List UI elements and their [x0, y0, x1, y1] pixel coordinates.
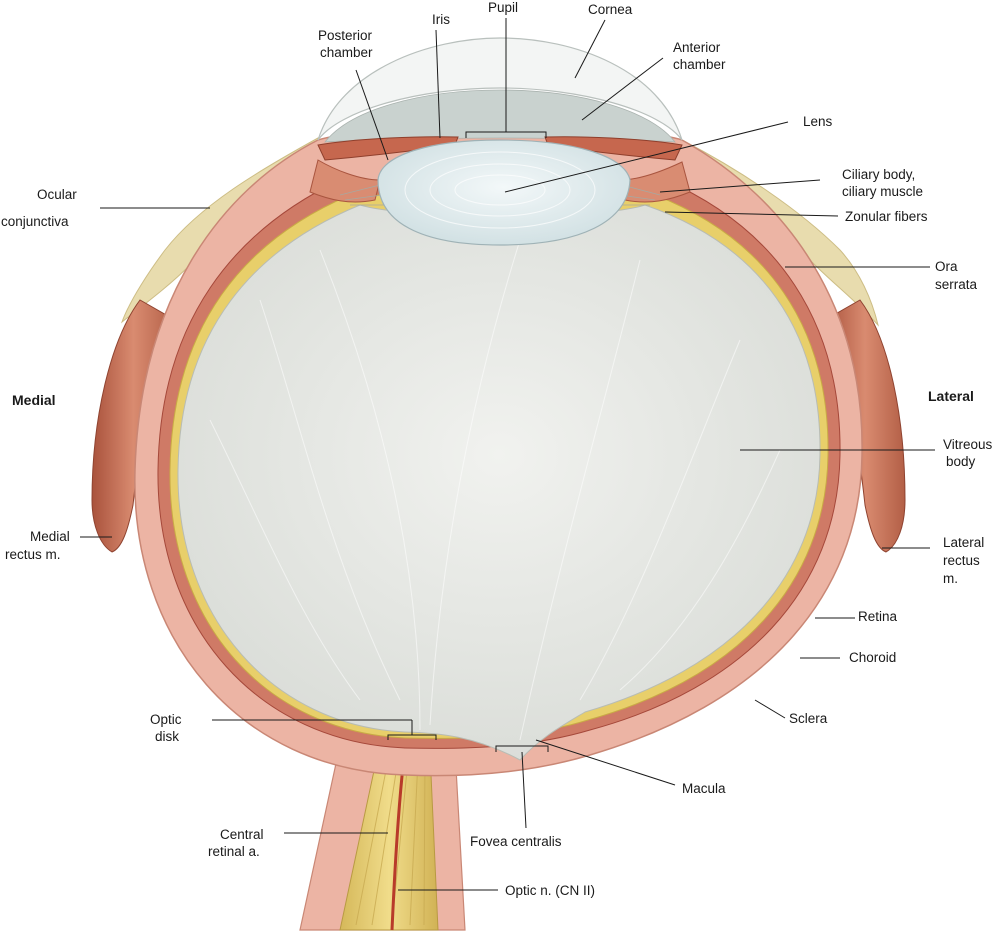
ocular-conjunctiva-label-2: conjunctiva [1, 214, 69, 229]
fovea-centralis-label: Fovea centralis [470, 834, 562, 849]
medial-rectus-label-1: Medial [30, 529, 70, 544]
central-retinal-a-label-1: Central [220, 827, 264, 842]
posterior-chamber-label-2: chamber [320, 45, 373, 60]
medial-orientation-label: Medial [12, 392, 56, 408]
posterior-chamber-label-1: Posterior [318, 28, 373, 43]
macula-label: Macula [682, 781, 726, 796]
zonular-fibers-label: Zonular fibers [845, 209, 928, 224]
lateral-rectus-label-1: Lateral [943, 535, 984, 550]
ocular-conjunctiva-label-1: Ocular [37, 187, 77, 202]
choroid-label: Choroid [849, 650, 896, 665]
anterior-chamber-label-2: chamber [673, 57, 726, 72]
pupil-label: Pupil [488, 0, 518, 15]
optic-disk-label-1: Optic [150, 712, 182, 727]
lateral-rectus-label-3: m. [943, 571, 958, 586]
vitreous-body-shape [177, 204, 821, 761]
vitreous-body-label-2: body [946, 454, 976, 469]
central-retinal-a-label-2: retinal a. [208, 844, 260, 859]
lens-label: Lens [803, 114, 833, 129]
ciliary-body-left-shape [309, 159, 381, 203]
cornea-shape [317, 37, 683, 141]
retina-label: Retina [858, 609, 898, 624]
ora-serrata-label-1: Ora [935, 259, 958, 274]
medial-rectus-label-2: rectus m. [5, 547, 61, 562]
sclera-label: Sclera [789, 711, 828, 726]
anterior-chamber-label-1: Anterior [673, 40, 721, 55]
ora-serrata-label-2: serrata [935, 277, 978, 292]
iris-label: Iris [432, 12, 450, 27]
lateral-orientation-label: Lateral [928, 388, 974, 404]
optic-nerve-label: Optic n. (CN II) [505, 883, 595, 898]
vitreous-texture [209, 239, 781, 741]
leader-lines [80, 18, 935, 891]
ciliary-body-label-1: Ciliary body, [842, 167, 915, 182]
lateral-rectus-label-2: rectus [943, 553, 980, 568]
cornea-label: Cornea [588, 2, 633, 17]
lens-texture [404, 151, 596, 229]
macula-bracket [495, 745, 549, 752]
optic-disk-label-2: disk [155, 729, 179, 744]
lens-shape [377, 139, 631, 246]
vitreous-body-label-1: Vitreous [943, 437, 993, 452]
ciliary-body-label-2: ciliary muscle [842, 184, 923, 199]
